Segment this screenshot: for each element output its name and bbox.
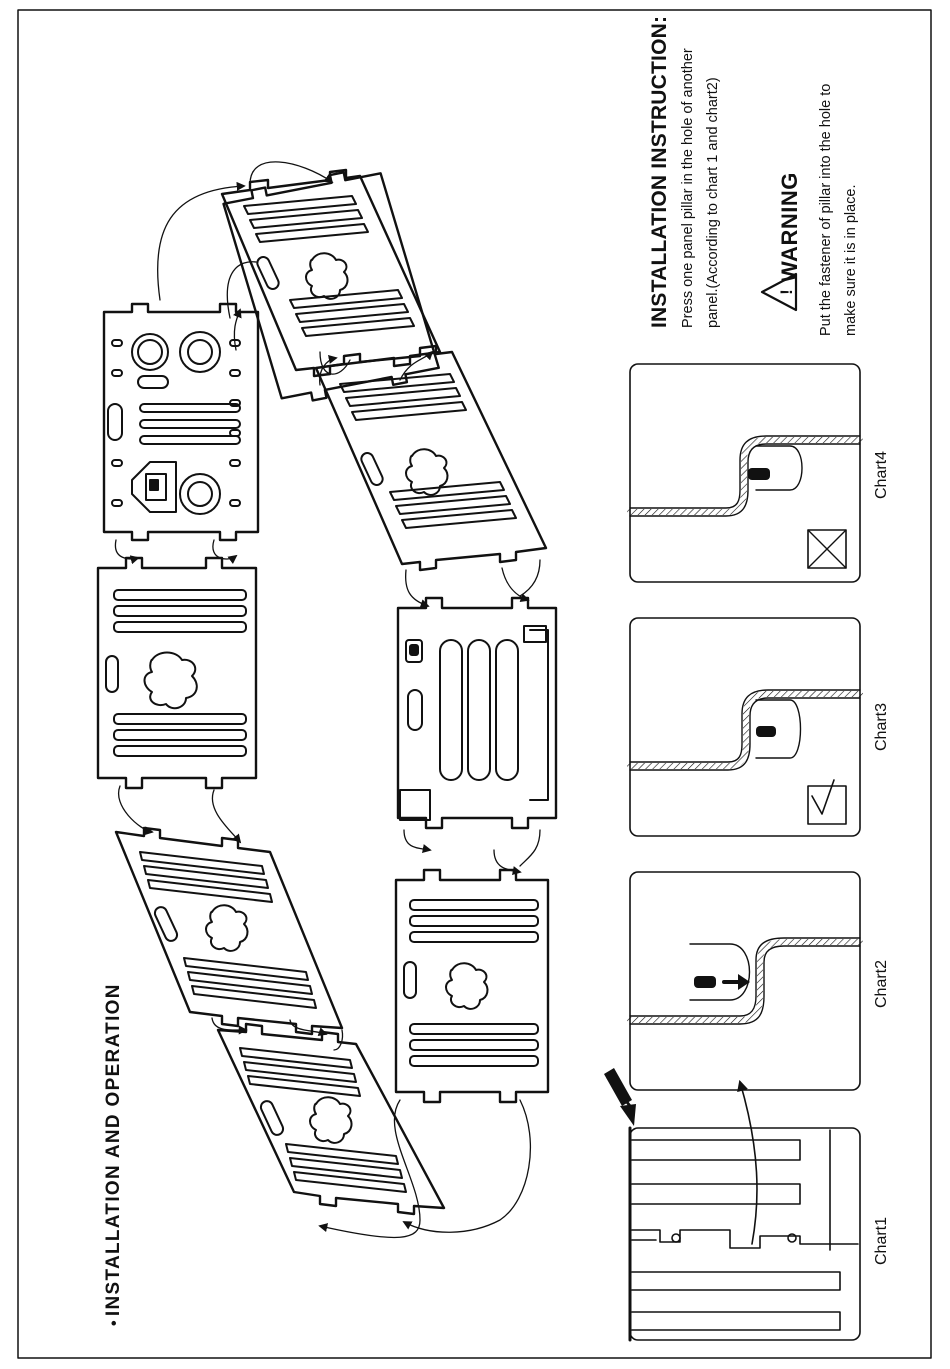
chart3-diagram (630, 618, 860, 836)
chart1-diagram (604, 1068, 860, 1340)
svg-text:!: ! (777, 289, 796, 295)
chart4-label: Chart4 (873, 451, 891, 499)
page-title: • INSTALLATION AND OPERATION (103, 983, 125, 1326)
warning-body: Put the fastener of pillar into the hole… (814, 46, 864, 336)
chart1-label: Chart1 (873, 1217, 891, 1265)
instruction-title: INSTALLATION INSTRUCTION: (648, 16, 672, 328)
chart4-diagram (630, 364, 860, 582)
chart3-label: Chart3 (873, 703, 891, 751)
chart2-label: Chart2 (873, 960, 891, 1008)
chart2-diagram (630, 872, 860, 1090)
title-bullet: • (106, 1319, 123, 1326)
instruction-body: Press one panel pillar in the hole of an… (676, 28, 726, 328)
title-text: INSTALLATION AND OPERATION (103, 983, 124, 1316)
warning-title: WARNING (777, 172, 803, 282)
